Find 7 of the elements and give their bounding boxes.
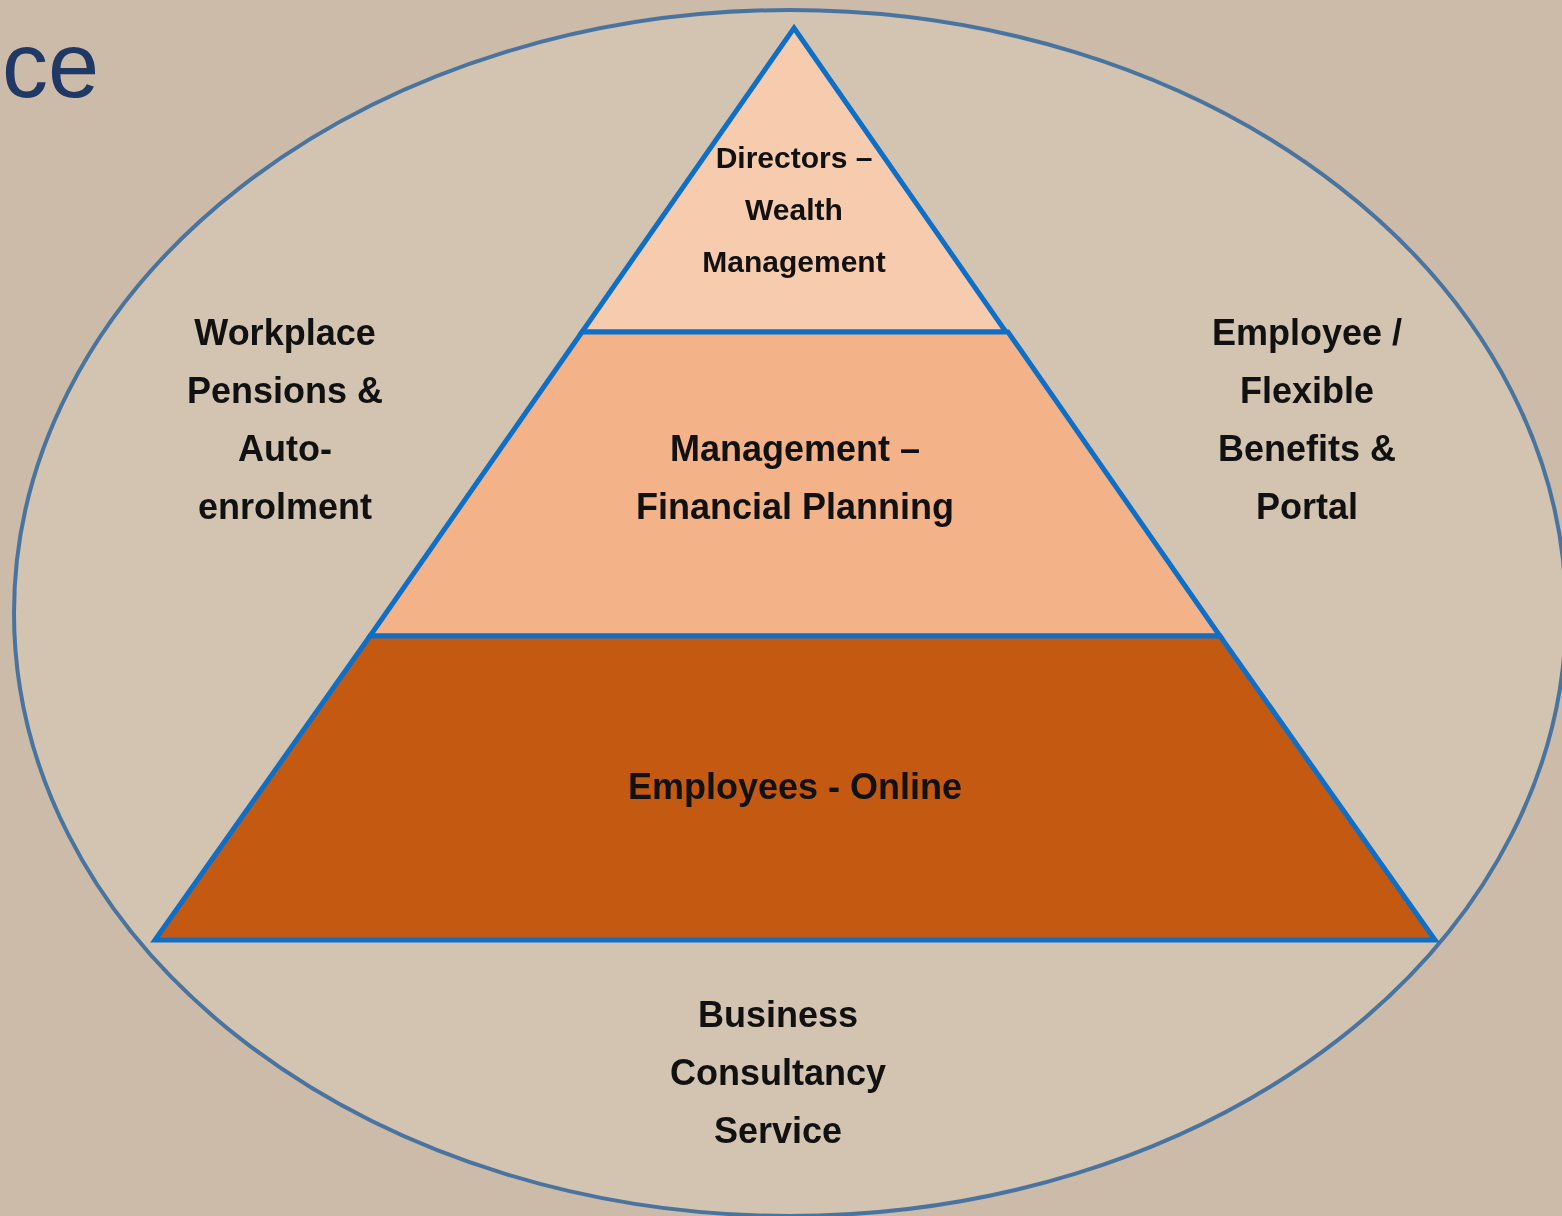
tier-label: Management – Financial Planning [634, 427, 955, 529]
tier-label: Employees - Online [626, 765, 964, 809]
title-fragment: ce [2, 13, 100, 118]
service-label: Business Consultancy Service [668, 993, 887, 1153]
service-label: Workplace Pensions & Auto-enrolment [185, 311, 385, 529]
tier-label: Directors – Wealth Management [701, 140, 887, 280]
service-label: Employee / Flexible Benefits & Portal [1210, 311, 1404, 529]
